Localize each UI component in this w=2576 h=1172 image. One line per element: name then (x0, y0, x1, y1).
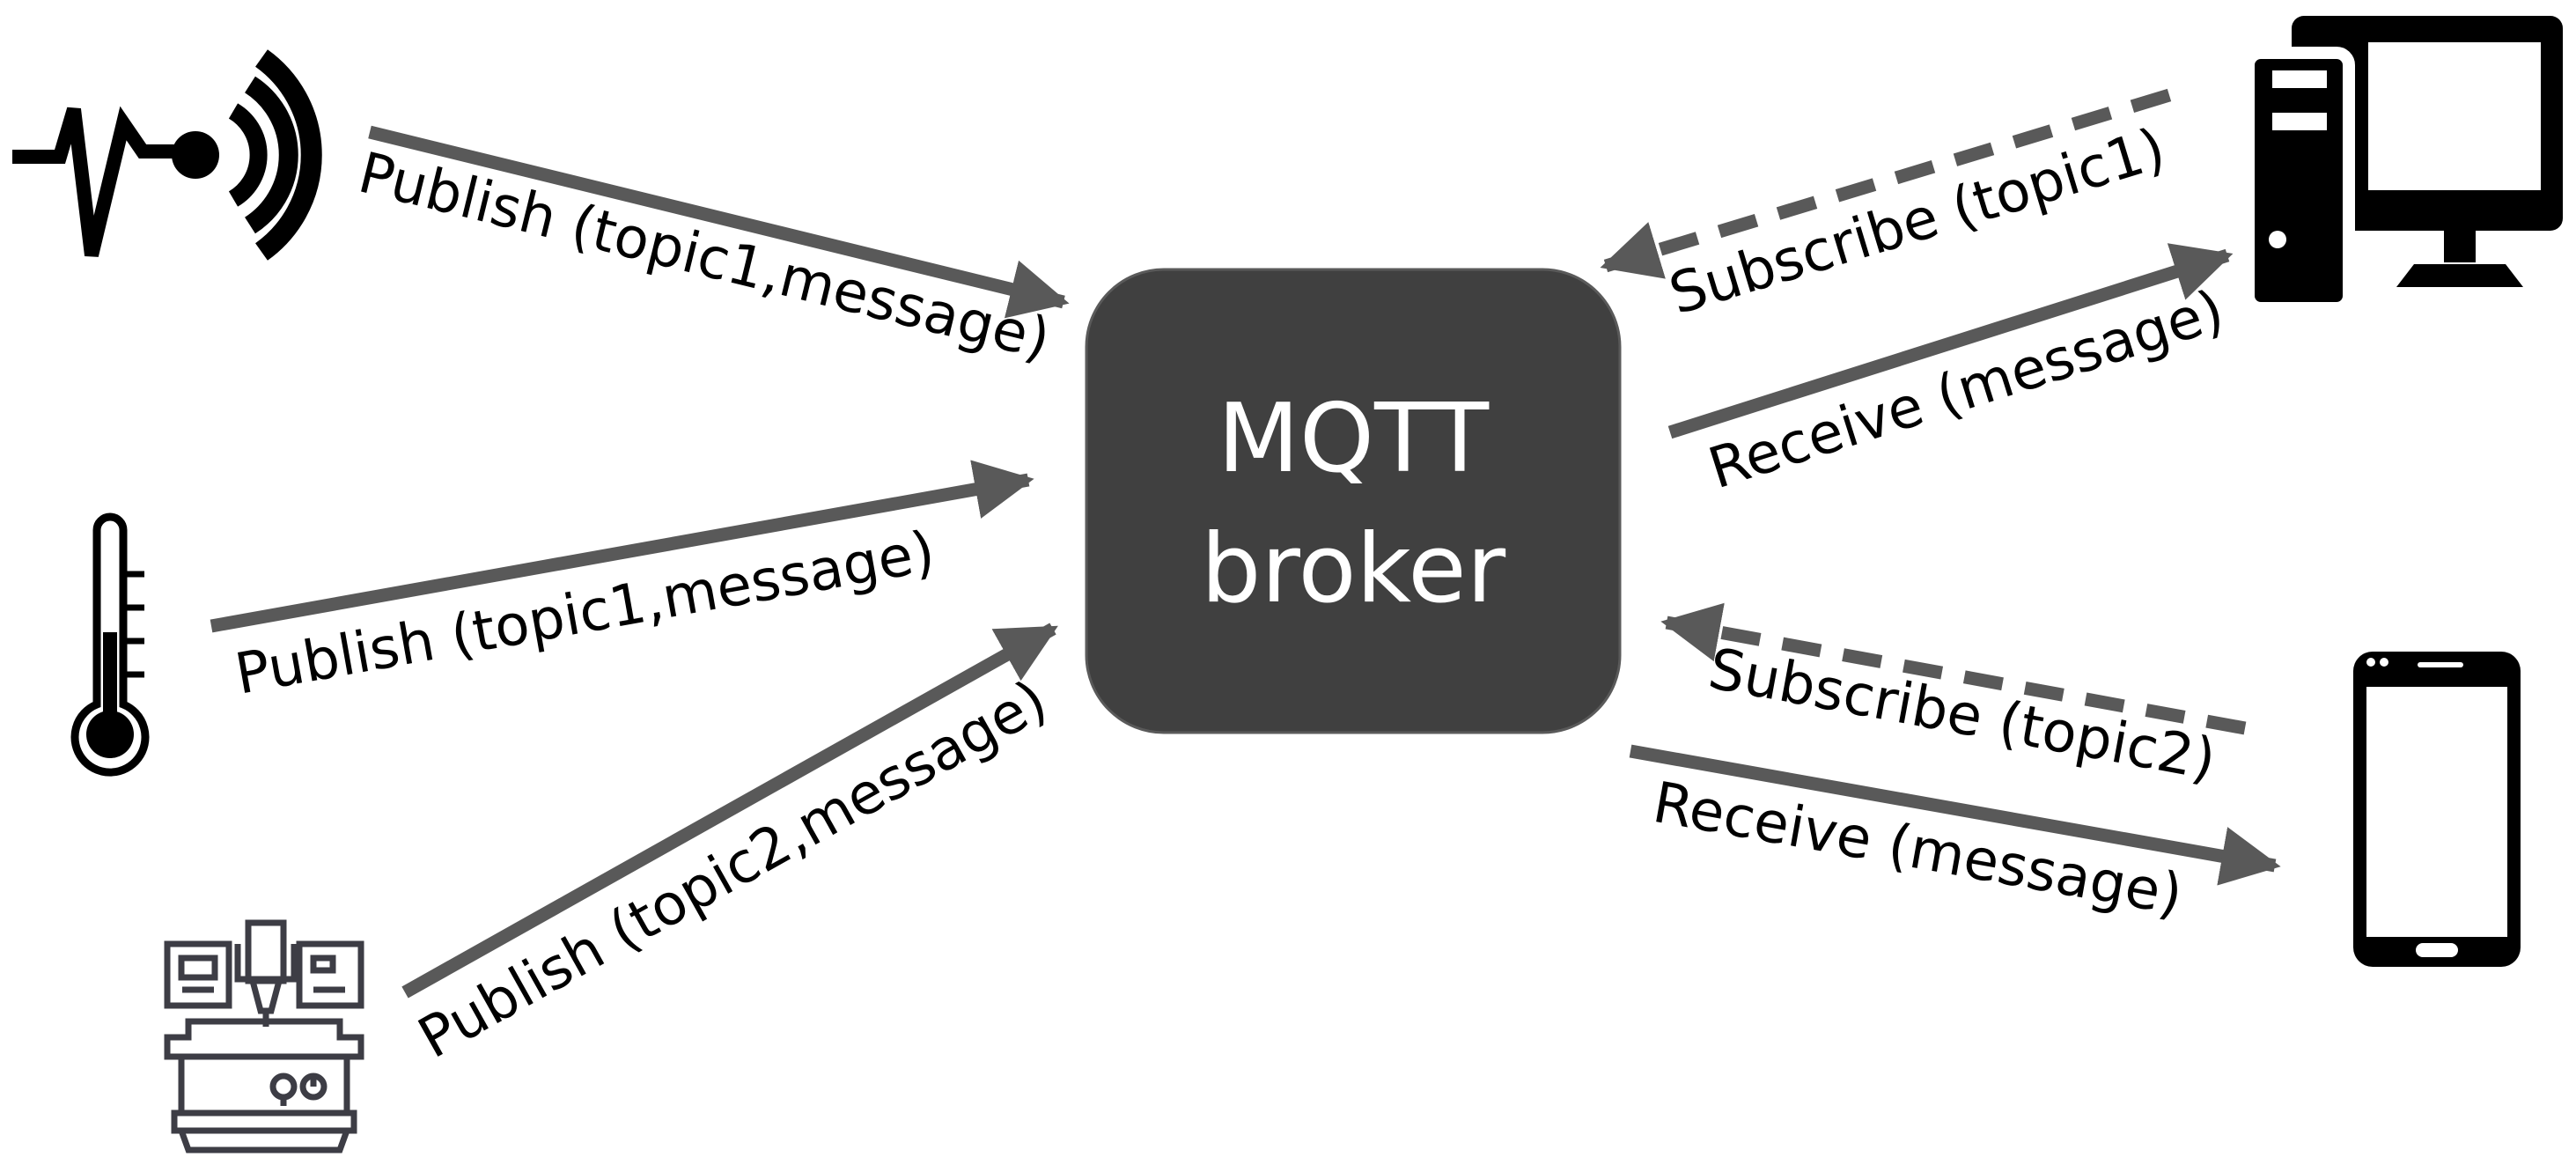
publish-sensor-label: Publish (topic1,message) (352, 141, 1056, 373)
smartphone-icon (2353, 652, 2521, 967)
broker-title-line2: broker (1201, 514, 1506, 624)
publish-thermometer-label: Publish (topic1,message) (231, 520, 939, 708)
receive-phone-label: Receive (message) (1648, 770, 2187, 929)
subscribe-computer-arrow (1600, 88, 2172, 279)
publish-machine-arrow (401, 623, 1058, 999)
receive-computer-label: Receive (message) (1701, 278, 2231, 503)
cnc-machine-icon (164, 919, 364, 1154)
arrows (210, 88, 2281, 999)
subscribe-phone-label: Subscribe (topic2) (1704, 637, 2220, 793)
wireless-sensor-icon (12, 49, 322, 261)
publish-thermometer-arrow (210, 460, 1034, 633)
thermometer-icon (70, 512, 150, 777)
receive-phone-arrow (1629, 744, 2281, 886)
desktop-computer-icon (2242, 16, 2563, 314)
receive-computer-arrow (1667, 243, 2234, 439)
publish-machine-label: Publish (topic2,message) (408, 667, 1058, 1071)
broker-title-line1: MQTT (1218, 384, 1490, 494)
subscribe-phone-arrow (1660, 602, 2247, 735)
publish-sensor-arrow (368, 125, 1070, 319)
mqtt-broker: MQTT broker (1085, 268, 1622, 734)
